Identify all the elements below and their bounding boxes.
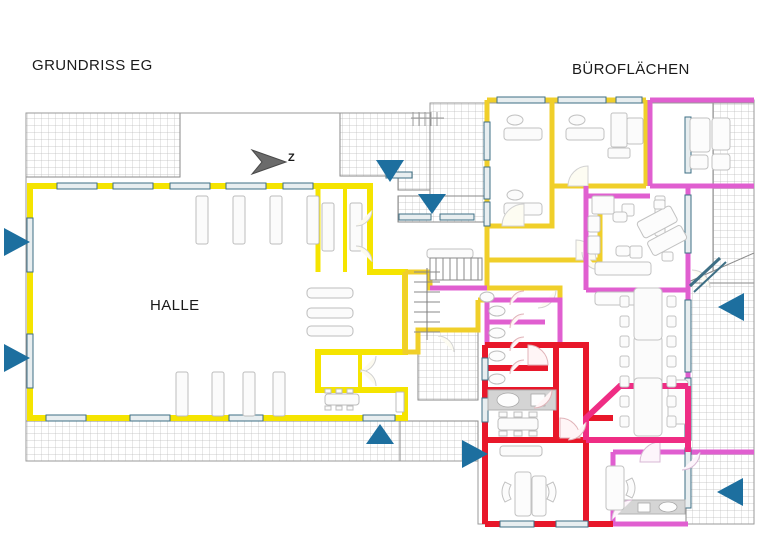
page-title-right: BÜROFLÄCHEN [572, 61, 690, 78]
entrance-arrow-west-lower[interactable] [4, 344, 30, 372]
east-zone-walls [430, 97, 754, 527]
break-room-table [497, 411, 543, 457]
entrance-arrow-north-left[interactable] [376, 160, 404, 182]
conference-chairs-left [619, 295, 630, 428]
entrance-arrow-south-core[interactable] [462, 440, 488, 468]
north-arrow-label: Z [288, 152, 296, 164]
hall-door-swings [355, 209, 377, 387]
angled-glazing-east [688, 256, 727, 293]
hall-equipment-racks [175, 195, 363, 417]
entrance-arrow-hall-south[interactable] [366, 424, 394, 444]
east-kitchenette-counter [616, 499, 686, 515]
sanitary-windows [481, 357, 589, 528]
hall-room-label: HALLE [150, 297, 200, 314]
stair-rail-marks [411, 112, 444, 126]
hall-table-group [324, 388, 360, 411]
sanitary-fixtures [479, 291, 506, 385]
entrance-arrow-north-right[interactable] [418, 194, 446, 214]
red-core-door-swings [509, 290, 587, 441]
east-lower-furniture [587, 195, 689, 425]
north-arrow-icon [250, 148, 288, 176]
hall-window-group-south [45, 414, 396, 422]
entrance-arrow-east-upper[interactable] [718, 293, 744, 321]
entrance-arrow-west-upper[interactable] [4, 228, 30, 256]
building-outline [25, 102, 755, 525]
north-office-windows [385, 96, 643, 227]
hall-door-leaf [395, 391, 405, 413]
page-title-left: GRUNDRISS EG [32, 57, 153, 74]
east-meeting-furniture [594, 117, 731, 306]
staircase [414, 257, 483, 340]
office-door-swings-north [437, 165, 711, 353]
conference-table-group [619, 287, 677, 437]
conference-chairs-right [666, 295, 677, 428]
entrance-arrow-east-lower[interactable] [717, 478, 743, 506]
hall-window-group-west [26, 217, 34, 389]
south-office-furniture [501, 465, 636, 517]
hall-window-group-north [56, 182, 314, 190]
hatched-surrounding-areas [25, 99, 755, 525]
